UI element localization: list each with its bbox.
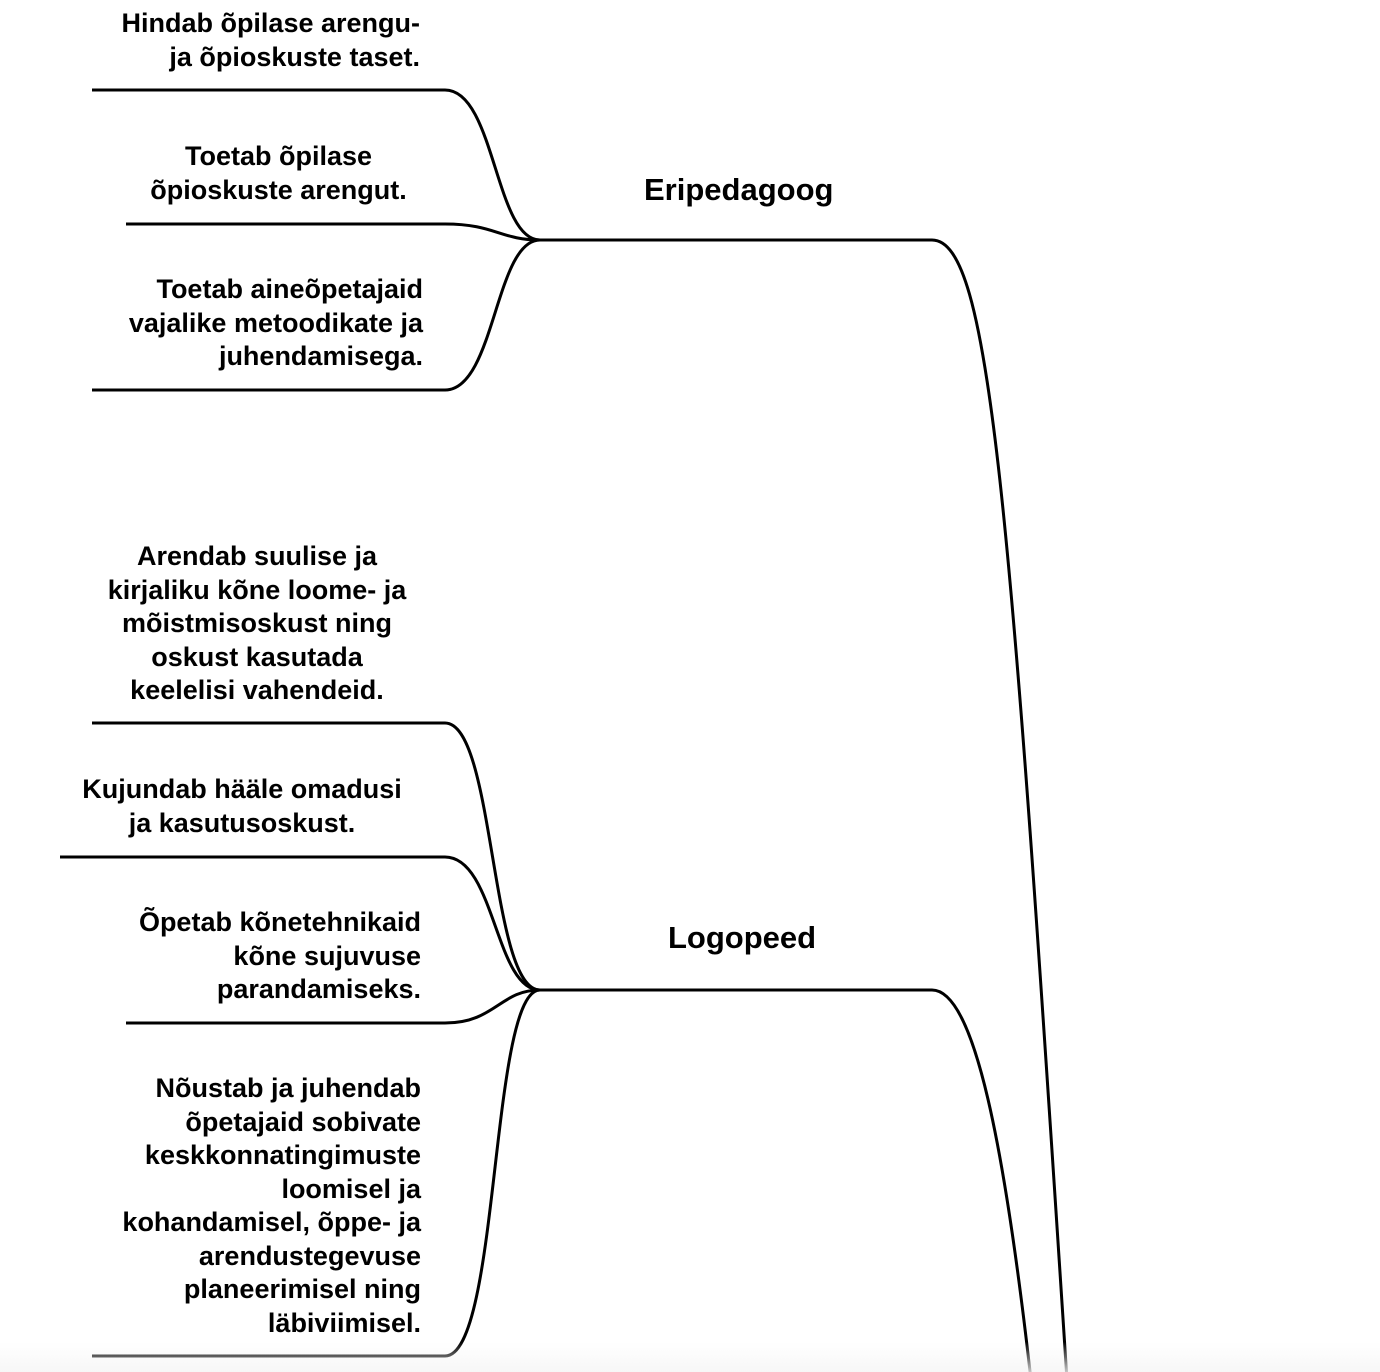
connector-eri-2 [126, 222, 541, 242]
connector-eri-3 [92, 238, 541, 392]
leaf-logo-4: Nõustab ja juhendab õpetajaid sobivate k… [122, 1073, 421, 1338]
leaf-eri-2: Toetab õpilase õpioskuste arengut. [150, 141, 407, 205]
leaf-eri-3: Toetab aineõpetajaid vajalike metoodikat… [128, 274, 423, 371]
bottom-fade [0, 1342, 1380, 1372]
leaf-eri-1: Hindab õpilase arengu- ja õpioskuste tas… [121, 8, 420, 72]
node-eripedagoog: Eripedagoog [644, 172, 834, 207]
connector-eri-1 [92, 88, 541, 242]
connector-logo-3 [126, 988, 541, 1025]
leaf-logo-2: Kujundab hääle omadusi ja kasutusoskust. [82, 774, 402, 838]
leaf-logo-3: Õpetab kõnetehnikaid kõne sujuvuse paran… [138, 907, 421, 1004]
connector-logo-2 [60, 855, 541, 992]
connector-logo-1 [92, 721, 541, 992]
connector-eripedagoog-main [540, 238, 1068, 1372]
leaf-logo-1: Arendab suulise ja kirjaliku kõne loome-… [107, 541, 407, 705]
connector-logopeed-main [540, 988, 1032, 1372]
node-logopeed: Logopeed [668, 920, 817, 955]
